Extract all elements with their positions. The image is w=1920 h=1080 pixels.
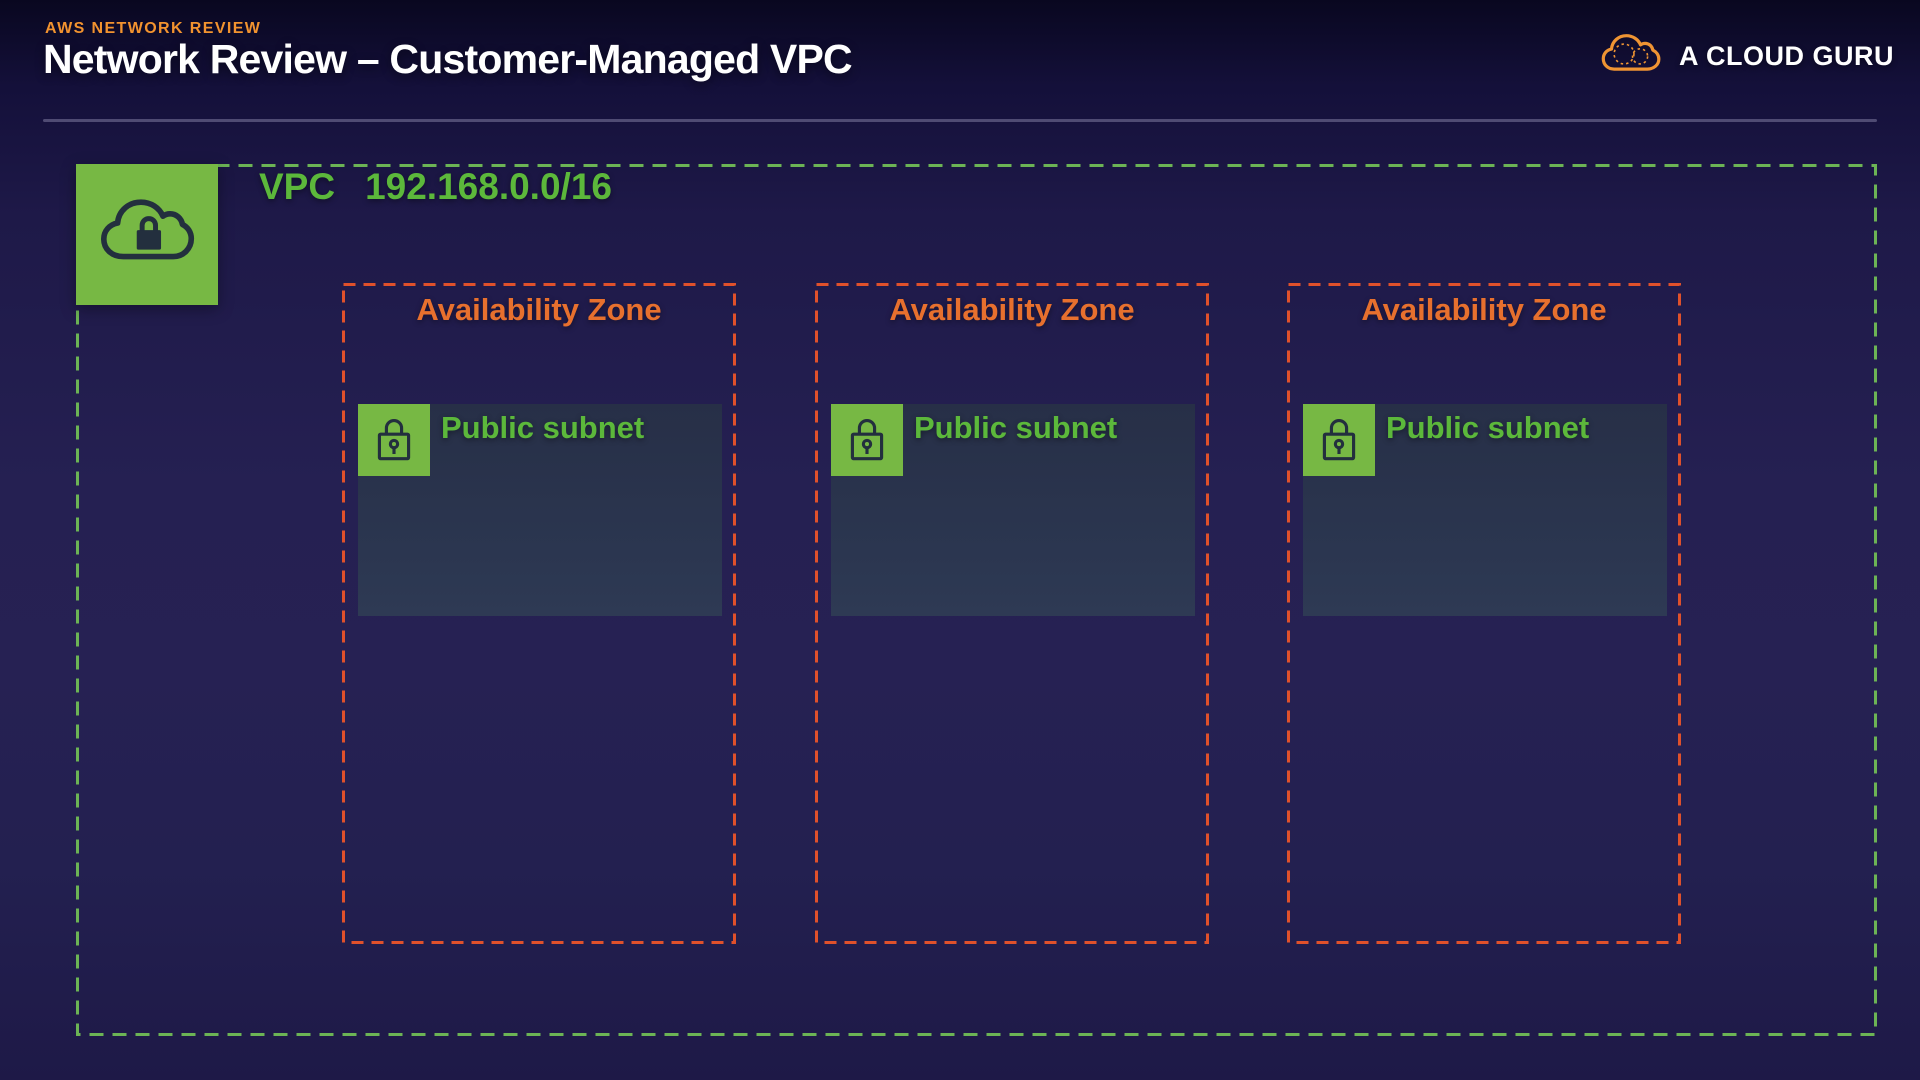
subnet-label: Public subnet [914, 410, 1118, 445]
padlock-keyhole-icon [831, 404, 903, 476]
subnet-label: Public subnet [441, 410, 645, 445]
public-subnet: Public subnet [1303, 404, 1667, 616]
vpc-cidr: 192.168.0.0/16 [365, 166, 612, 207]
brand-logo: A CLOUD GURU [1600, 28, 1894, 85]
padlock-keyhole-icon [1303, 404, 1375, 476]
padlock-keyhole-icon [358, 404, 430, 476]
subnet-label: Public subnet [1386, 410, 1590, 445]
vpc-cloud-lock-icon [76, 164, 218, 305]
page-title: Network Review – Customer-Managed VPC [43, 36, 853, 82]
availability-zone: Availability Zone Public subnet [815, 283, 1209, 944]
az-label: Availability Zone [1361, 292, 1607, 327]
cloud-logo-icon [1600, 28, 1666, 85]
brand-name: A CLOUD GURU [1679, 41, 1894, 71]
availability-zone: Availability Zone Public subnet [342, 283, 736, 944]
vpc-label-text: VPC [259, 166, 336, 207]
eyebrow-label: AWS NETWORK REVIEW [45, 20, 262, 37]
availability-zone: Availability Zone Public subnet [1287, 283, 1681, 944]
header-divider [43, 119, 1877, 122]
az-label: Availability Zone [416, 292, 662, 327]
public-subnet: Public subnet [831, 404, 1195, 616]
public-subnet: Public subnet [358, 404, 722, 616]
az-label: Availability Zone [889, 292, 1135, 327]
vpc-label: VPC 192.168.0.0/16 [259, 166, 612, 208]
vpc-container: VPC 192.168.0.0/16 Availability Zone Pub… [76, 164, 1877, 1036]
